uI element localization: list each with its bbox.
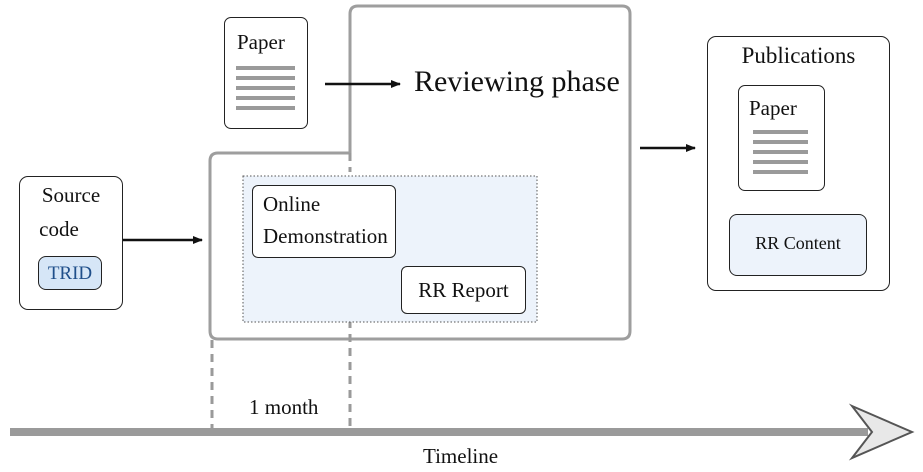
- online-demonstration-line1: Online: [263, 192, 321, 216]
- document-lines-icon: [236, 66, 295, 110]
- reviewing-phase-frame: [208, 4, 632, 341]
- online-demonstration-line2: Demonstration: [263, 224, 388, 248]
- rr-content-label: RR Content: [755, 233, 841, 253]
- trid-label: TRID: [47, 263, 93, 284]
- trid-badge: TRID: [38, 256, 102, 290]
- publication-document-lines-icon: [753, 130, 808, 174]
- duration-label: 1 month: [249, 395, 319, 419]
- rr-content-box: RR Content: [729, 214, 867, 276]
- reviewing-phase-title: Reviewing phase: [414, 65, 620, 98]
- source-code-box: Source code TRID: [19, 176, 123, 310]
- timeline-label: Timeline: [423, 444, 499, 468]
- paper-label: Paper: [237, 30, 285, 54]
- publication-paper-document: Paper: [738, 85, 825, 191]
- paper-document: Paper: [224, 17, 308, 129]
- timeline-arrowhead-icon: [848, 403, 915, 461]
- online-demonstration-box: Online Demonstration: [252, 185, 396, 258]
- source-code-label-line1: Source: [41, 183, 101, 207]
- publications-title: Publications: [741, 43, 856, 68]
- publication-paper-label: Paper: [749, 96, 797, 120]
- source-code-label-line2: code: [39, 217, 79, 241]
- rr-report-label: RR Report: [418, 278, 509, 302]
- rr-report-box: RR Report: [401, 266, 526, 314]
- publications-box: Publications Paper RR Content: [707, 36, 890, 291]
